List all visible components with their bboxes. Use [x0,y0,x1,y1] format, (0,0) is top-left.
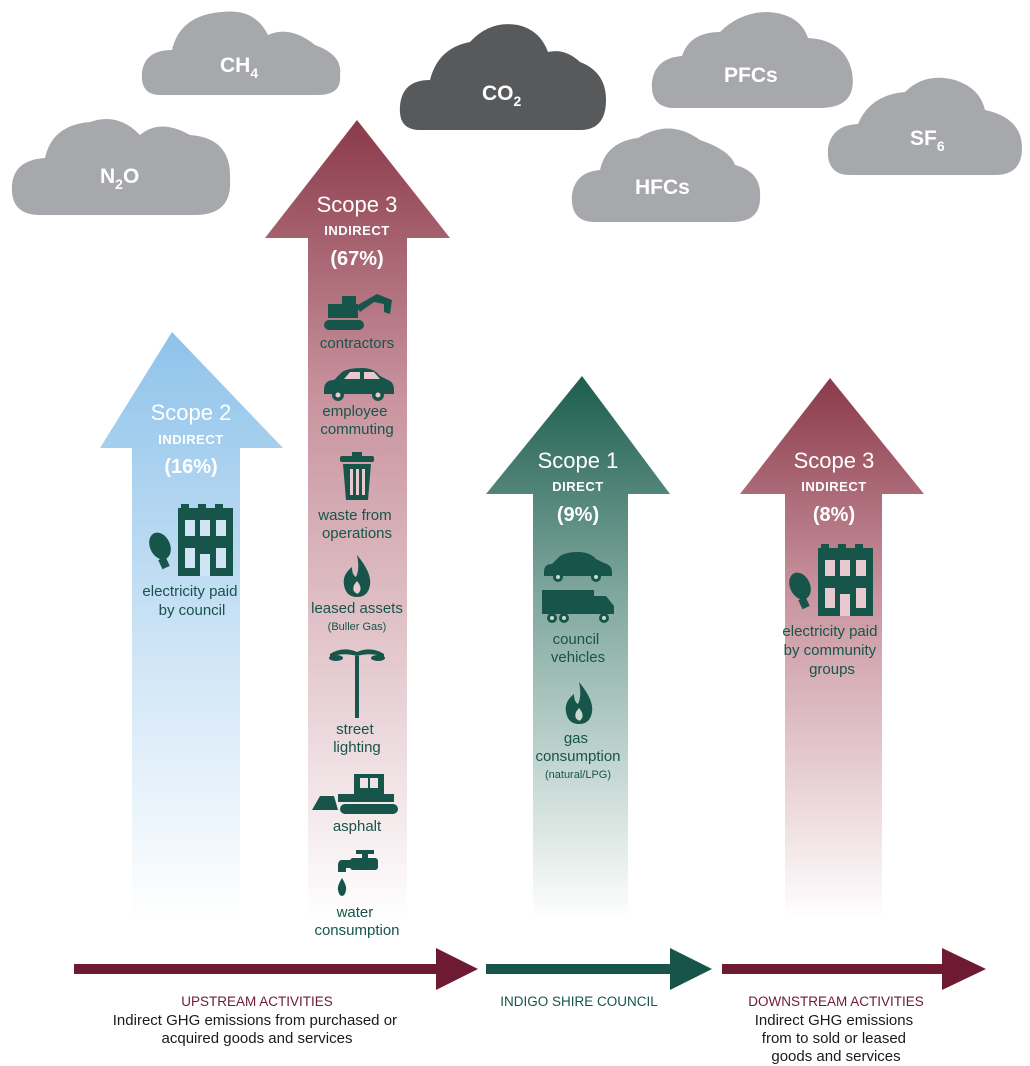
employee-commuting-label: employee commuting [320,403,393,438]
downstream-arrow [722,948,986,990]
downstream-description: Indirect GHG emissions from to sold or l… [755,1012,918,1065]
scope1-type: DIRECT [552,479,603,494]
scope3-downstream-percent: (8%) [813,504,855,526]
gas-label-sf6: SF6 [910,127,945,154]
scope2-type: INDIRECT [158,432,223,447]
excavator-icon [324,294,392,330]
bulb-building-icon [789,544,873,616]
upstream-description: Indirect GHG emissions from purchased or… [113,1012,401,1047]
leased-assets-sub: (Buller Gas) [328,621,387,633]
scope2-title: Scope 2 [151,400,232,425]
water-consumption-label: water consumption [314,904,399,939]
council-title: INDIGO SHIRE COUNCIL [500,994,658,1009]
leased-assets-label: leased assets [311,600,403,617]
scope3-upstream-percent: (67%) [330,248,383,270]
contractors-label: contractors [320,335,394,352]
arrow-scope3-upstream [265,120,450,920]
scope3-downstream-type: INDIRECT [801,479,866,494]
scope3-upstream-title: Scope 3 [317,192,398,217]
scope1-title: Scope 1 [538,448,619,473]
car-icon [324,368,394,401]
scope1-percent: (9%) [557,504,599,526]
arrow-scope3-downstream [740,378,924,920]
bulb-building-icon [149,504,233,576]
gas-label-ch4: CH4 [220,54,258,81]
upstream-title: UPSTREAM ACTIVITIES [181,994,333,1009]
street-lighting-label: street lighting [333,721,381,756]
scope3-upstream-type: INDIRECT [324,223,389,238]
scope2-item-label: electricity paid by council [142,583,241,619]
flame-icon [343,555,371,597]
street-light-icon [329,649,385,718]
council-arrow [486,948,712,990]
cloud-hfcs: HFCs [571,128,761,222]
upstream-arrow [74,948,478,990]
scope2-percent: (16%) [164,456,217,478]
gas-label-pfcs: PFCs [724,64,778,87]
downstream-title: DOWNSTREAM ACTIVITIES [748,994,924,1009]
cloud-sf6: SF6 [827,77,1022,175]
asphalt-label: asphalt [333,818,382,835]
tap-icon [337,850,378,896]
cloud-co2: CO2 [399,24,606,130]
bin-icon [340,452,374,500]
scope3-downstream-title: Scope 3 [794,448,875,473]
council-vehicles-label: council vehicles [551,631,605,666]
arrow-scope2 [100,332,283,920]
flame-icon [565,682,593,724]
gas-consumption-sub: (natural/LPG) [545,769,611,781]
gas-label-hfcs: HFCs [635,176,690,199]
scope3-downstream-item-label: electricity paid by community groups [782,623,881,678]
cloud-n2o: N2O [11,118,231,215]
bulldozer-icon [312,774,398,814]
cloud-ch4: CH4 [141,11,341,95]
gas-label-n2o: N2O [100,165,139,192]
arrow-scope1 [486,376,670,920]
gas-label-co2: CO2 [482,82,522,109]
waste-label: waste from operations [317,507,396,542]
cloud-pfcs: PFCs [651,12,853,108]
gas-consumption-label: gas consumption [535,730,620,765]
car-truck-icon [542,552,614,623]
